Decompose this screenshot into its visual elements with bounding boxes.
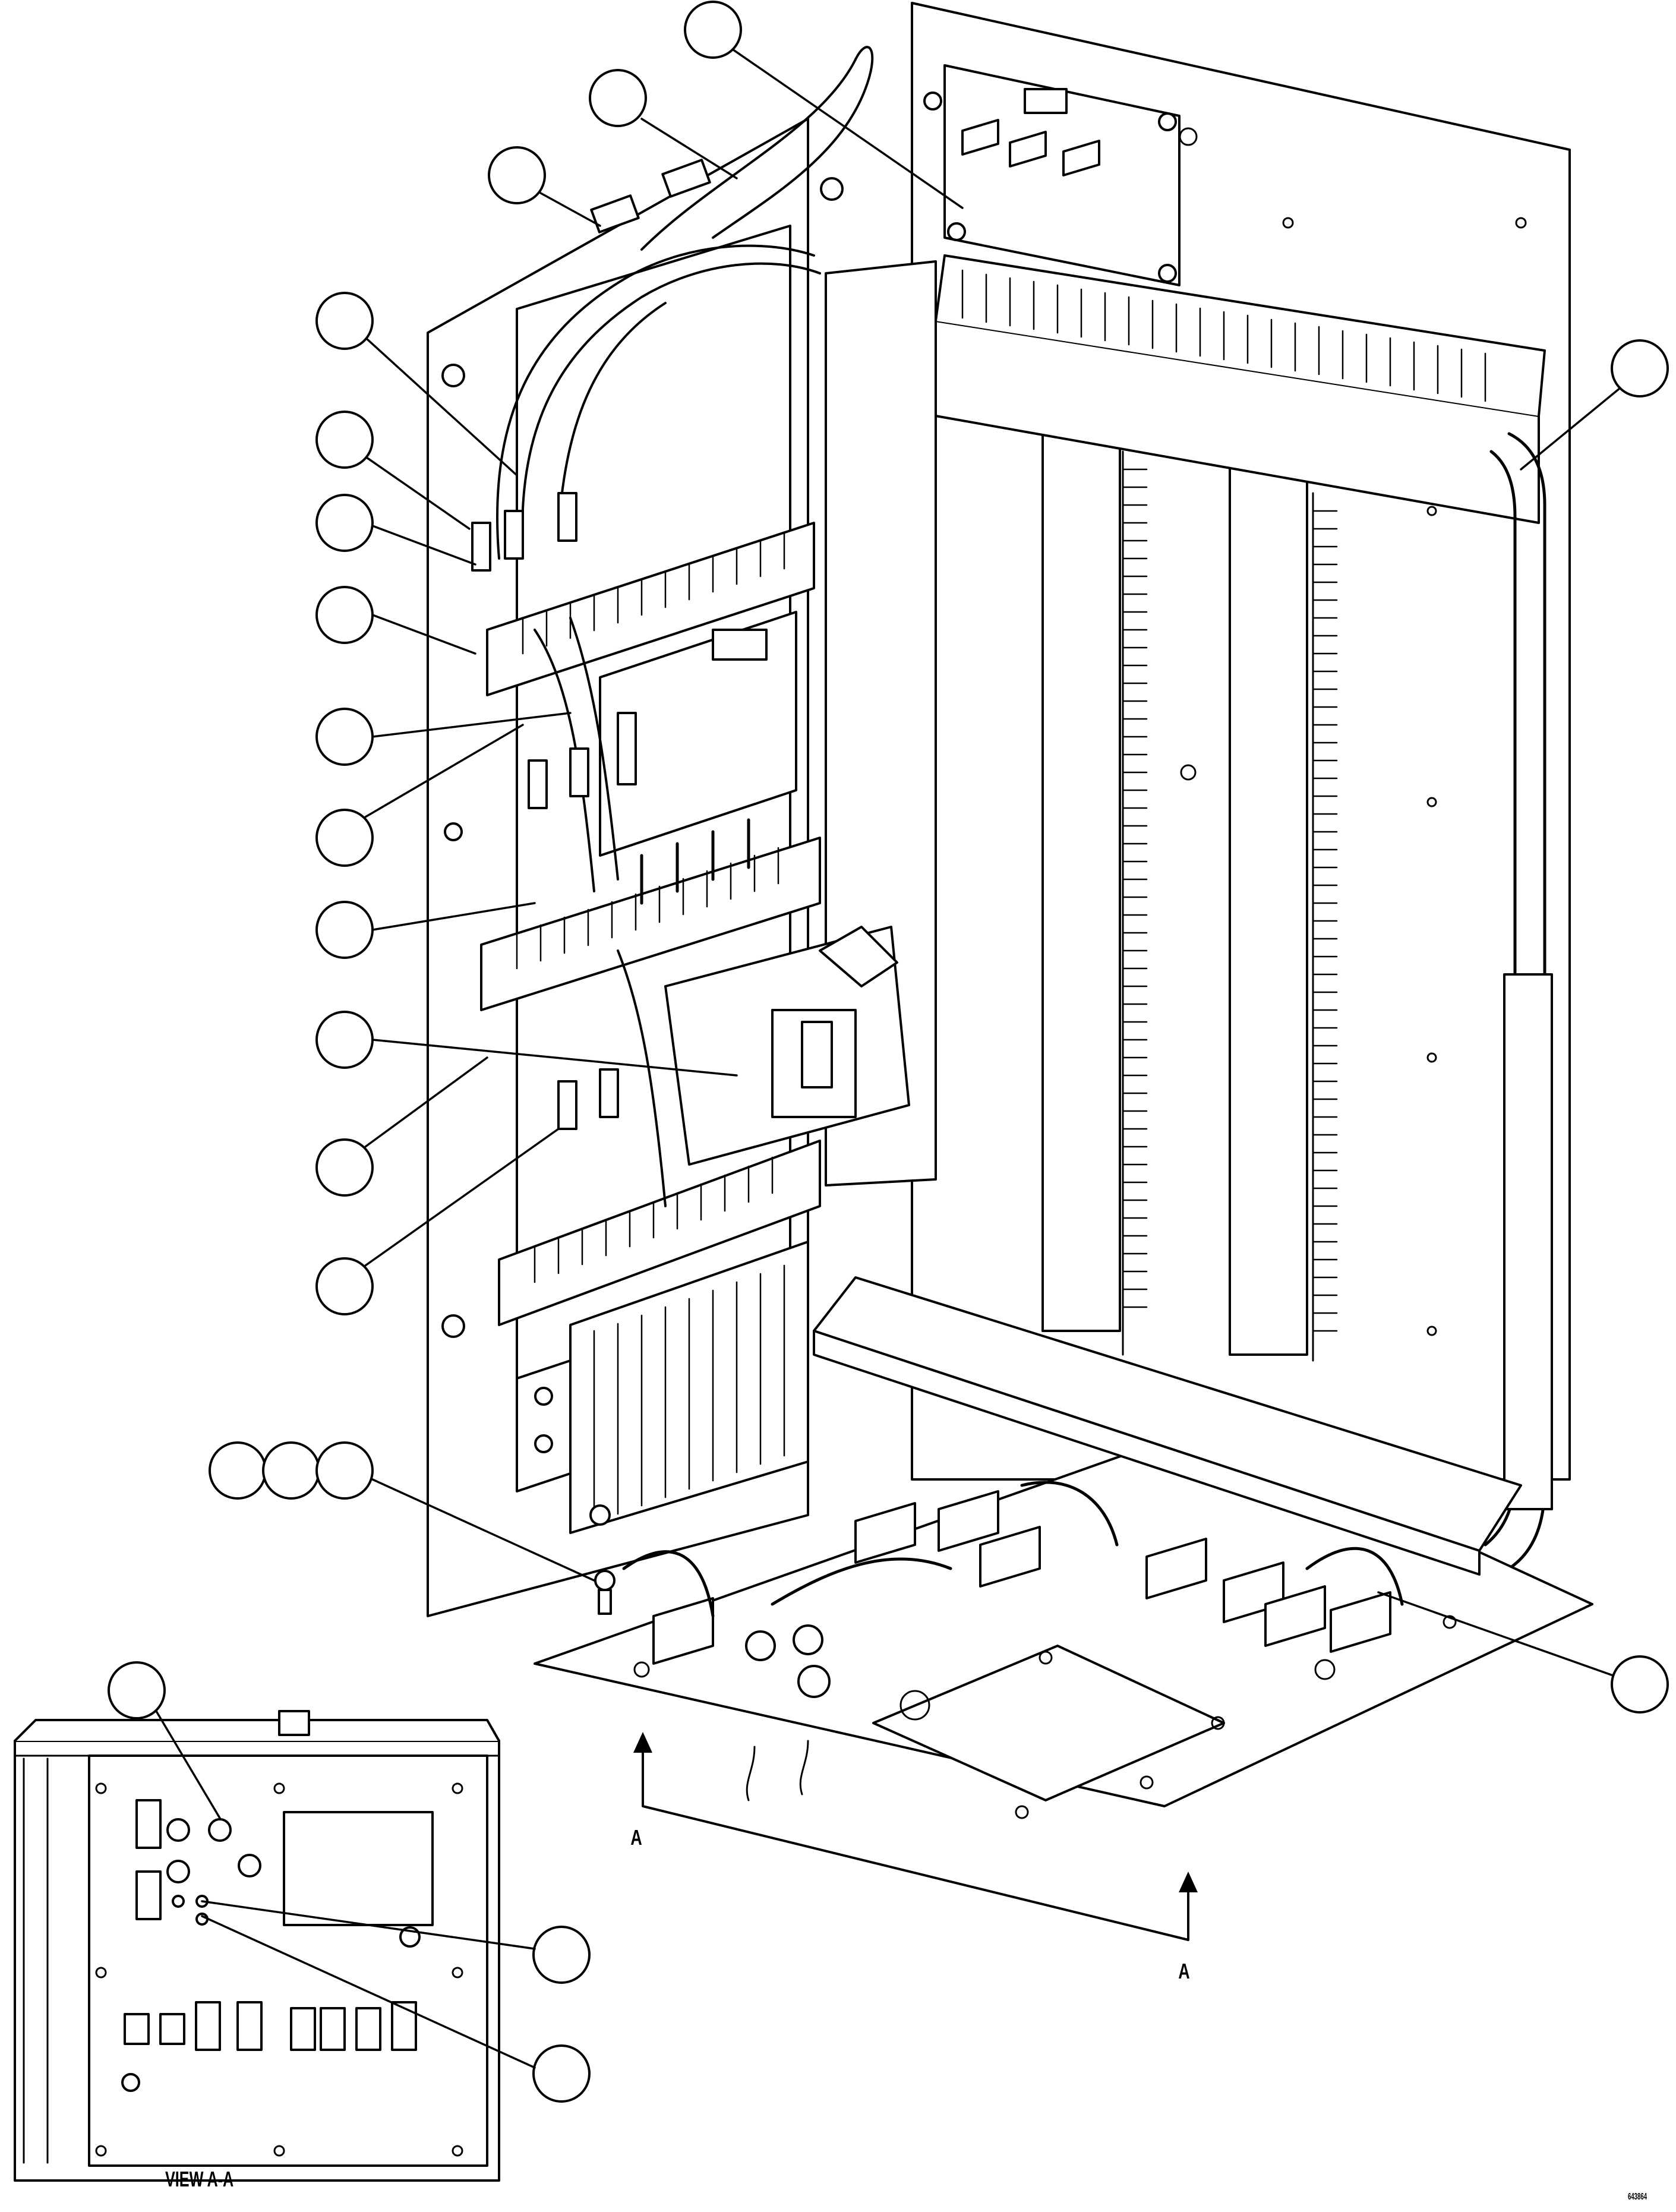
callout-20 [532,1926,591,1984]
view-aa-connectors [121,1799,421,2092]
rear-panel-holes [1179,127,1527,1336]
base-connectors [652,1490,1391,1698]
callout-19 [108,1661,166,1719]
callout-4 [315,292,374,350]
vertical-wire-ducts [1041,427,1338,1362]
callout-12 [315,1138,374,1197]
left-wire-duct-3 [498,1140,821,1326]
callout-8 [315,708,374,766]
callout-18 [1611,1655,1669,1714]
leader-lines [155,48,1621,2069]
section-marker-left: A [630,1825,642,1850]
top-connector-plate [923,64,1181,286]
control-module-lower [664,926,910,1166]
callout-1 [684,1,742,59]
callout-9 [315,809,374,867]
callout-21 [532,2044,591,2103]
heat-sink [569,1241,809,1534]
control-module-upper [599,611,797,905]
section-marker-right: A [1178,1959,1190,1983]
callout-13 [315,1257,374,1315]
callout-6 [315,494,374,552]
left-subpanel-studs [441,177,844,1338]
view-caption: VIEW A-A [165,2167,234,2191]
view-aa-mount-holes [95,1782,463,2157]
view-aa-enclosure [14,1710,500,2182]
callout-14 [209,1441,267,1500]
callout-15 [262,1441,320,1500]
callout-2 [589,69,647,127]
figure-id: 643864 [1628,2192,1647,2202]
pigtail-wires [746,1740,809,1801]
callout-17 [1611,339,1669,397]
callout-10 [315,901,374,959]
section-arrowheads [633,1732,1198,1892]
top-wire-duct [935,254,1546,524]
lower-duct-cover [813,1276,1522,1576]
callout-11 [315,1011,374,1069]
callout-3 [488,146,546,204]
left-wire-duct-2 [480,837,821,1011]
base-hoses [622,1481,1404,1618]
callout-7 [315,586,374,644]
callout-balloons [108,1,1669,2103]
terminal-block [516,1359,611,1526]
section-line [642,1740,1189,1941]
grounding-lug [594,1570,616,1615]
left-wire-duct-1 [486,522,815,696]
base-plate-fasteners [633,1615,1457,1819]
right-vertical-hose [1484,432,1553,1570]
top-wiring-harness [496,46,874,1207]
callout-16 [315,1441,374,1500]
harness-connectors [471,159,711,1130]
callout-5 [315,411,374,469]
